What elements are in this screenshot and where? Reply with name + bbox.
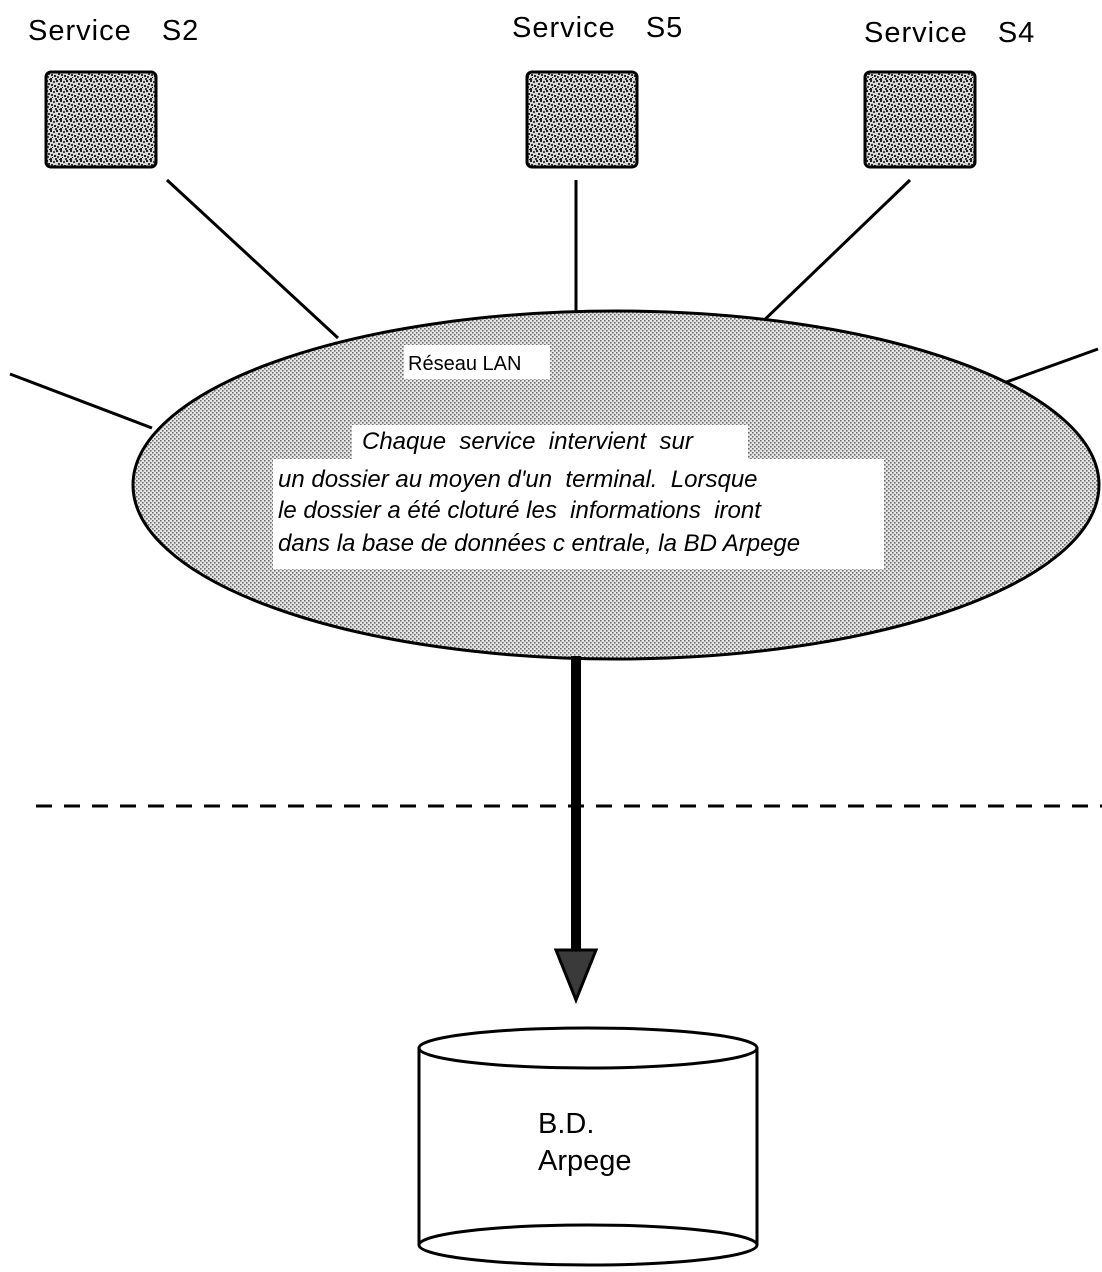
lan-network: Réseau LAN Chaque service intervient sur… xyxy=(131,309,1101,661)
description-line: le dossier a été cloturé les information… xyxy=(278,497,762,524)
database-cylinder-icon: B.D. Arpege xyxy=(417,1026,759,1267)
database-label: B.D. xyxy=(538,1108,594,1140)
service-s4: Service S4 xyxy=(863,17,1035,169)
service-label: Service S5 xyxy=(512,12,683,44)
service-label: Service S4 xyxy=(864,17,1035,49)
description-line: dans la base de données c entrale, la BD… xyxy=(278,530,800,557)
description-box xyxy=(273,459,884,569)
lan-label: Réseau LAN xyxy=(408,353,521,375)
link-left xyxy=(9,372,153,430)
terminal-icon xyxy=(863,70,977,169)
description-box xyxy=(352,425,748,459)
lan-label-box xyxy=(404,345,550,379)
description-line: Chaque service intervient sur xyxy=(362,428,694,455)
link-s2 xyxy=(165,178,340,340)
arrow-down-icon xyxy=(553,656,599,1005)
database-label: Arpege xyxy=(538,1145,632,1177)
terminal-icon xyxy=(44,70,158,169)
service-label: Service S2 xyxy=(28,15,199,47)
service-s2: Service S2 xyxy=(28,15,199,169)
terminal-icon xyxy=(525,70,639,169)
link-s4 xyxy=(756,178,912,328)
service-s5: Service S5 xyxy=(512,12,683,169)
description-line: un dossier au moyen d'un terminal. Lorsq… xyxy=(278,466,758,493)
